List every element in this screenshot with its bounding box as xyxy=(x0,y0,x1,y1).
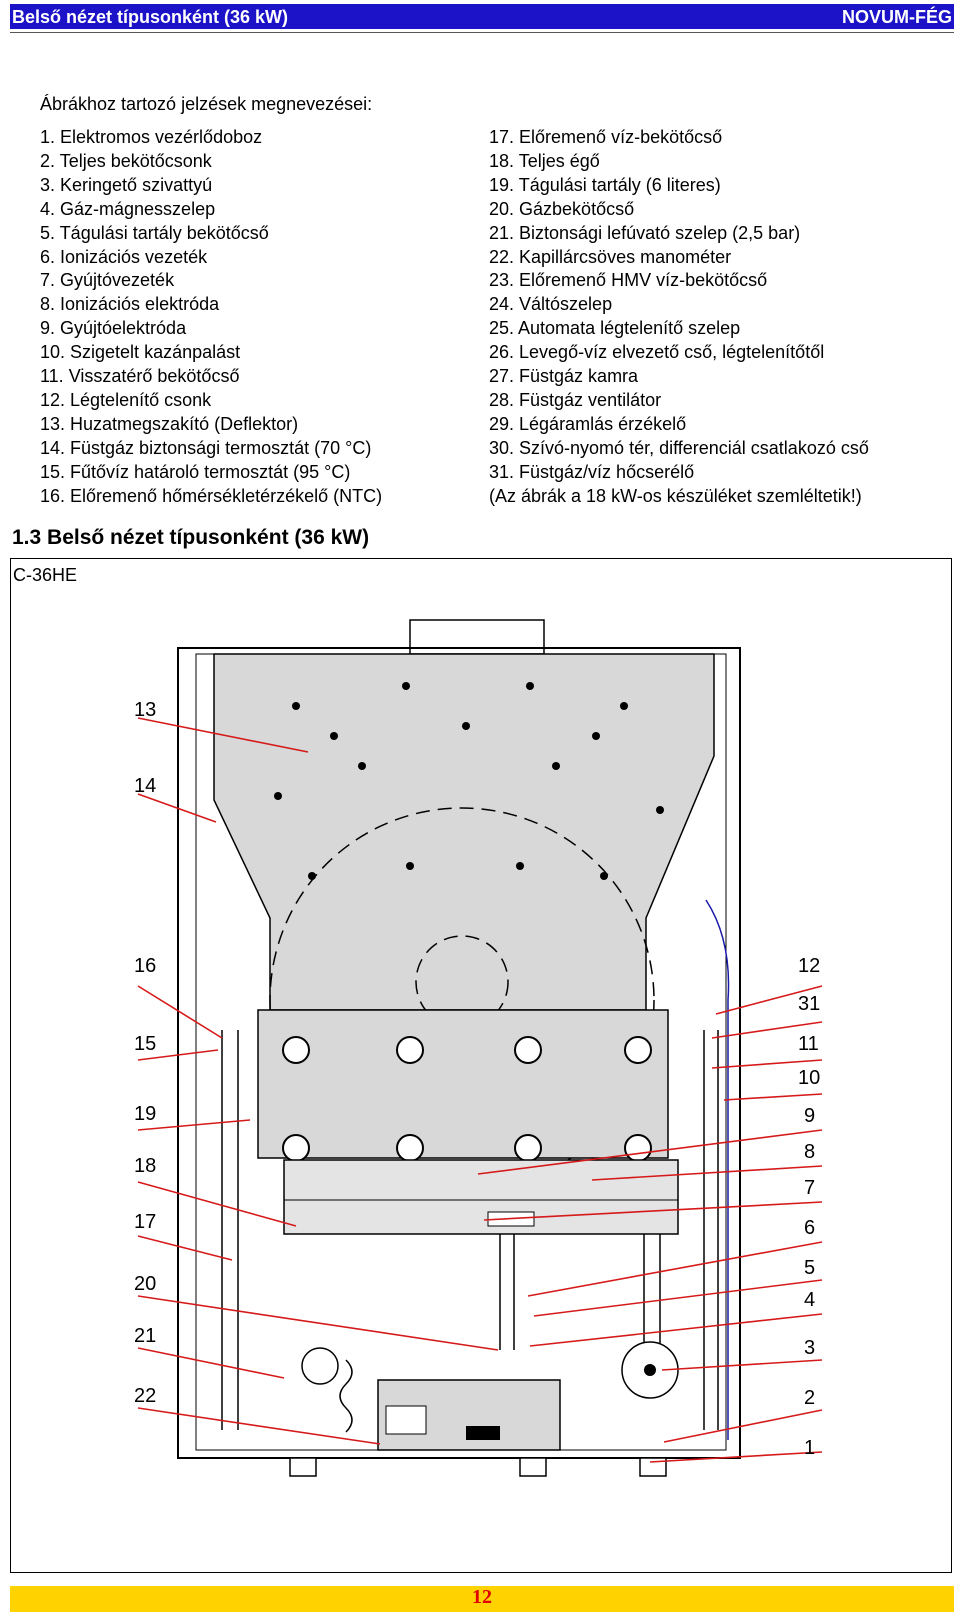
legend-item: 27. Füstgáz kamra xyxy=(489,366,639,387)
bottom-fittings xyxy=(289,1457,667,1477)
callout-5: 5 xyxy=(804,1257,815,1279)
water-hose xyxy=(705,899,730,1440)
manometer-coil xyxy=(339,1359,353,1433)
header-brand: NOVUM-FÉG xyxy=(842,7,952,27)
legend-item: 17. Előremenő víz-bekötőcső xyxy=(489,127,723,147)
burner xyxy=(283,1159,679,1235)
callout-20: 20 xyxy=(134,1273,156,1295)
legend-item: 9. Gyújtóelektróda xyxy=(40,318,187,339)
callout-10: 10 xyxy=(798,1067,820,1089)
callout-12: 12 xyxy=(798,955,820,977)
callout-6: 6 xyxy=(804,1217,815,1239)
legend-item: 25. Automata légtelenítő szelep xyxy=(489,318,741,339)
legend-item: 12. Légtelenítő csonk xyxy=(40,389,212,410)
legend-item: 8. Ionizációs elektróda xyxy=(40,294,220,315)
legend-title: Ábrákhoz tartozó jelzések megnevezései: xyxy=(40,94,373,114)
fan-housing-outline xyxy=(269,807,655,1193)
callout-19: 19 xyxy=(134,1103,156,1125)
legend-item: 1. Elektromos vezérlődoboz xyxy=(40,127,263,147)
legend-item: 16. Előremenő hőmérsékletérzékelő (NTC) xyxy=(40,485,383,506)
callout-17: 17 xyxy=(134,1211,156,1233)
legend-item: 15. Fűtővíz határoló termosztát (95 °C) xyxy=(40,461,351,482)
callout-18: 18 xyxy=(134,1155,156,1177)
legend-item: 5. Tágulási tartály bekötőcső xyxy=(40,222,269,243)
page-header: Belső nézet típusonként (36 kW) NOVUM-FÉ… xyxy=(10,4,954,29)
leader-lines xyxy=(137,717,823,1463)
heat-exchanger xyxy=(257,1009,669,1159)
legend-item: 21. Biztonsági lefúvató szelep (2,5 bar) xyxy=(489,222,801,243)
legend-item: (Az ábrák a 18 kW-os készüléket szemlélt… xyxy=(489,485,862,506)
callout-22: 22 xyxy=(134,1385,156,1407)
callout-11: 11 xyxy=(798,1033,819,1055)
callout-1: 1 xyxy=(804,1437,815,1459)
callout-7: 7 xyxy=(804,1177,815,1199)
callout-8: 8 xyxy=(804,1141,815,1163)
legend-item: 29. Légáramlás érzékelő xyxy=(489,413,687,434)
pipes xyxy=(221,1030,719,1430)
page-number: 12 xyxy=(472,1586,492,1608)
legend-item: 6. Ionizációs vezeték xyxy=(40,246,208,267)
header-rule xyxy=(10,32,954,33)
callout-2: 2 xyxy=(804,1387,815,1409)
callout-16: 16 xyxy=(134,955,156,977)
legend-item: 20. Gázbekötőcső xyxy=(489,198,635,219)
legend-item: 18. Teljes égő xyxy=(489,150,600,171)
safety-valve xyxy=(301,1347,339,1385)
section-title: 1.3 Belső nézet típusonként (36 kW) xyxy=(12,526,370,549)
legend-item: 22. Kapillárcsöves manométer xyxy=(489,246,732,267)
callout-13: 13 xyxy=(134,699,156,721)
header-title: Belső nézet típusonként (36 kW) xyxy=(12,7,289,27)
legend-item: 24. Váltószelep xyxy=(489,294,613,315)
legend-item: 31. Füstgáz/víz hőcserélő xyxy=(489,461,695,482)
legend-item: 7. Gyújtóvezeték xyxy=(40,270,175,291)
callout-9: 9 xyxy=(804,1105,815,1127)
callout-4: 4 xyxy=(804,1289,815,1311)
legend-right-column: 17. Előremenő víz-bekötőcső 18. Teljes é… xyxy=(489,126,869,509)
legend-item: 23. Előremenő HMV víz-bekötőcső xyxy=(489,270,768,291)
legend-item: 19. Tágulási tartály (6 literes) xyxy=(489,174,721,195)
legend-item: 3. Keringető szivattyú xyxy=(40,174,213,195)
callout-21: 21 xyxy=(134,1325,156,1347)
callout-15: 15 xyxy=(134,1033,156,1055)
callout-31: 31 xyxy=(798,993,820,1015)
legend-item: 2. Teljes bekötőcsonk xyxy=(40,150,212,171)
callout-14: 14 xyxy=(134,775,156,797)
page-footer: 12 xyxy=(10,1586,954,1612)
model-label: C-36HE xyxy=(13,565,78,585)
callout-3: 3 xyxy=(804,1337,815,1359)
legend-item: 13. Huzatmegszakító (Deflektor) xyxy=(40,413,299,434)
legend-item: 4. Gáz-mágnesszelep xyxy=(40,198,216,219)
diagram-frame xyxy=(10,558,952,1573)
legend-item: 11. Visszatérő bekötőcső xyxy=(40,366,240,387)
legend-item: 10. Szigetelt kazánpalást xyxy=(40,342,241,363)
deflector-hood xyxy=(213,653,715,1011)
legend-item: 28. Füstgáz ventilátor xyxy=(489,389,662,410)
legend-item: 14. Füstgáz biztonsági termosztát (70 °C… xyxy=(40,437,372,458)
legend-item: 30. Szívó-nyomó tér, differenciál csatla… xyxy=(489,437,869,458)
legend-left-column: 1. Elektromos vezérlődoboz 2. Teljes bek… xyxy=(40,126,382,509)
legend-item: 26. Levegő-víz elvezető cső, légtelenítő… xyxy=(489,342,825,363)
